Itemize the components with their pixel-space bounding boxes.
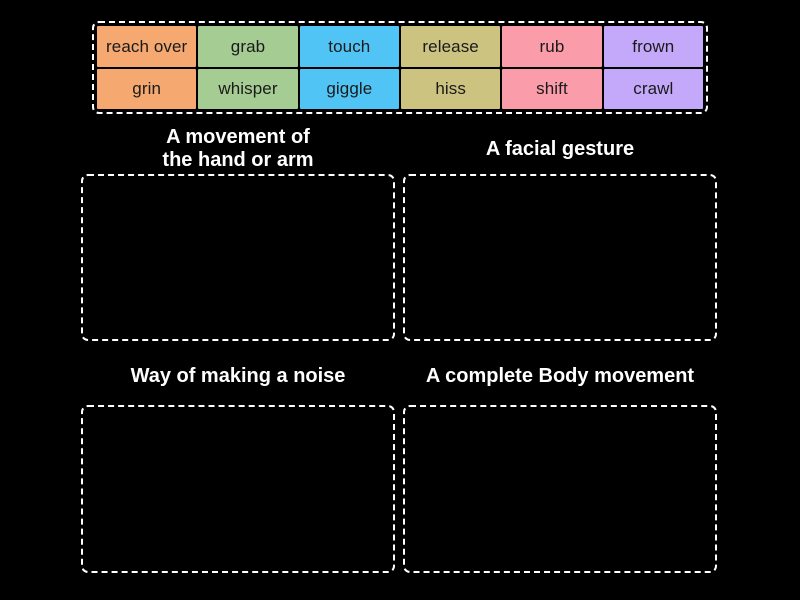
- category-facial-gesture: A facial gesture: [403, 124, 717, 341]
- category-title: A facial gesture: [485, 138, 635, 160]
- dropzone-hand-or-arm[interactable]: [81, 174, 395, 341]
- word-tile[interactable]: touch: [299, 26, 399, 67]
- category-making-a-noise: Way of making a noise: [81, 358, 395, 573]
- tile-row: grin whisper giggle hiss shift crawl: [97, 68, 703, 109]
- dropzone-facial-gesture[interactable]: [403, 174, 717, 341]
- word-tile[interactable]: hiss: [400, 68, 501, 109]
- category-title: Way of making a noise: [130, 365, 346, 387]
- word-tile[interactable]: release: [400, 26, 501, 67]
- category-hand-or-arm: A movement of the hand or arm: [81, 124, 395, 341]
- word-tile-tray[interactable]: reach over grab touch release rub frown …: [92, 21, 708, 114]
- category-title: A movement of the hand or arm: [162, 126, 314, 171]
- tile-row: reach over grab touch release rub frown: [97, 26, 703, 67]
- word-tile[interactable]: frown: [603, 26, 703, 67]
- word-tile[interactable]: giggle: [299, 68, 399, 109]
- category-title: A complete Body movement: [425, 365, 695, 387]
- word-tile[interactable]: rub: [502, 26, 602, 67]
- word-tile[interactable]: grin: [97, 68, 197, 109]
- dropzone-body-movement[interactable]: [403, 405, 717, 573]
- category-body-movement: A complete Body movement: [403, 358, 717, 573]
- word-tile[interactable]: reach over: [97, 26, 197, 67]
- dropzone-making-a-noise[interactable]: [81, 405, 395, 573]
- word-tile[interactable]: crawl: [603, 68, 703, 109]
- word-tile[interactable]: shift: [502, 68, 602, 109]
- word-tile[interactable]: whisper: [198, 68, 298, 109]
- word-tile[interactable]: grab: [198, 26, 298, 67]
